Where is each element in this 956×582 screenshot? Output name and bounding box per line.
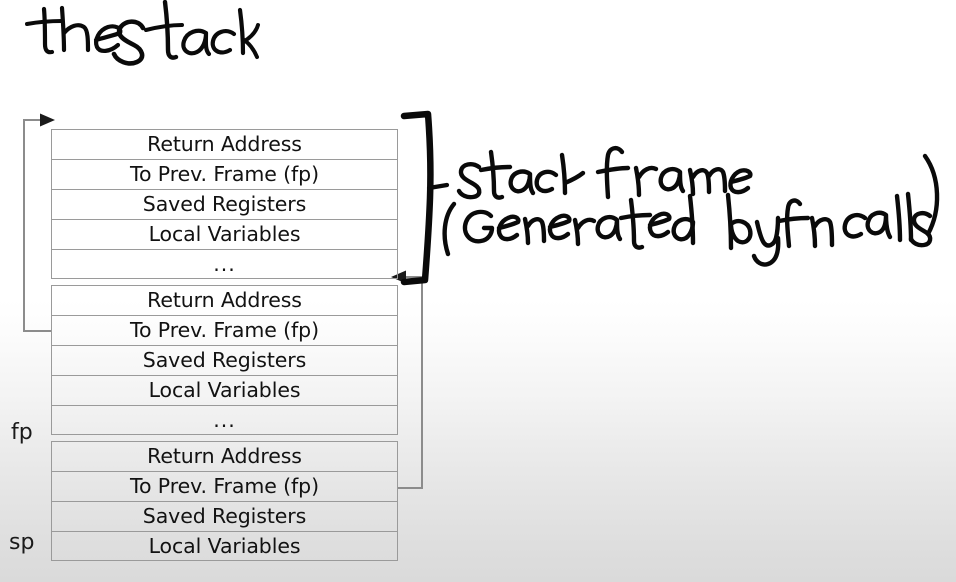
stack-row-return-address: Return Address [51,285,398,315]
connector-frame3-to-frame1 [398,276,423,489]
stack-row-local-variables: Local Variables [51,531,398,561]
stack-row-ellipsis: ... [51,405,398,435]
annotation-line1-handwriting [456,146,753,200]
stack-frame-bracket [400,110,450,286]
stack-row-saved-registers: Saved Registers [51,345,398,375]
stack-row-ellipsis: ... [51,249,398,279]
stack-row-saved-registers: Saved Registers [51,189,398,219]
register-label-fp: fp [11,420,33,445]
stack-row-prev-frame-pointer: To Prev. Frame (fp) [51,159,398,189]
annotation-line2-handwriting [442,153,940,267]
stack-row-return-address: Return Address [51,441,398,471]
stack-frame-1: Return Address To Prev. Frame (fp) Saved… [51,129,398,279]
stack-frame-2: Return Address To Prev. Frame (fp) Saved… [51,285,398,435]
stack-row-prev-frame-pointer: To Prev. Frame (fp) [51,471,398,501]
stack-row-saved-registers: Saved Registers [51,501,398,531]
connector-frame2-to-frame1 [23,119,51,332]
register-label-sp: sp [9,530,35,555]
slide-title-handwriting [25,0,260,66]
connector-arrowhead-right [40,113,55,127]
stack-row-local-variables: Local Variables [51,375,398,405]
stack-row-local-variables: Local Variables [51,219,398,249]
stack-row-return-address: Return Address [51,129,398,159]
stack-frame-3: Return Address To Prev. Frame (fp) Saved… [51,441,398,561]
stack-row-prev-frame-pointer: To Prev. Frame (fp) [51,315,398,345]
